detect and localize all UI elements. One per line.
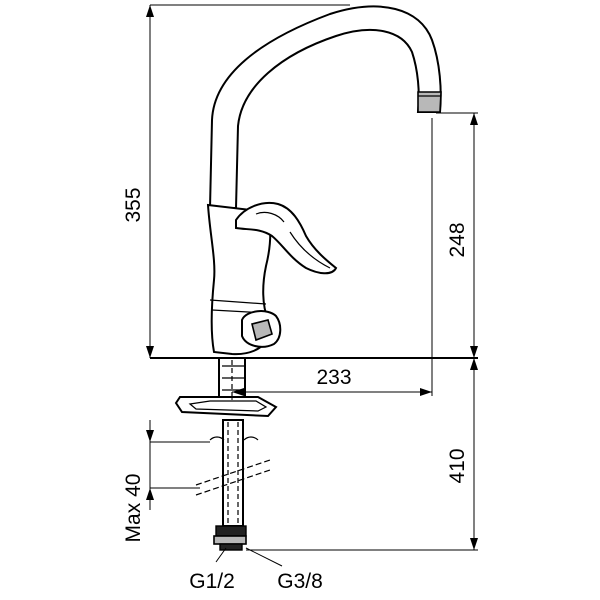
label-410: 410 xyxy=(446,448,469,483)
hose-nut xyxy=(213,525,247,551)
label-248: 248 xyxy=(446,222,469,257)
clip xyxy=(209,436,259,441)
label-g3-8: G3/8 xyxy=(277,570,323,593)
label-355: 355 xyxy=(122,187,145,222)
mounting-plate xyxy=(174,396,278,418)
dim-spout-reach: 233 xyxy=(232,366,432,396)
mounting-shank xyxy=(218,357,246,527)
dim-below-counter: 410 xyxy=(446,358,478,550)
dim-max-thickness: Max 40 xyxy=(122,420,154,542)
label-233: 233 xyxy=(316,366,351,389)
label-g1-2: G1/2 xyxy=(189,570,235,593)
dim-height-total: 355 xyxy=(122,5,154,358)
lever-handle xyxy=(235,202,338,275)
connection-labels: G1/2 G3/8 xyxy=(189,547,323,593)
label-max-40: Max 40 xyxy=(122,474,145,543)
spout xyxy=(208,5,442,209)
side-valve xyxy=(241,310,282,348)
dim-spout-height: 248 xyxy=(446,113,478,358)
counter-break-lines xyxy=(195,459,271,496)
extension-lines xyxy=(150,4,478,551)
